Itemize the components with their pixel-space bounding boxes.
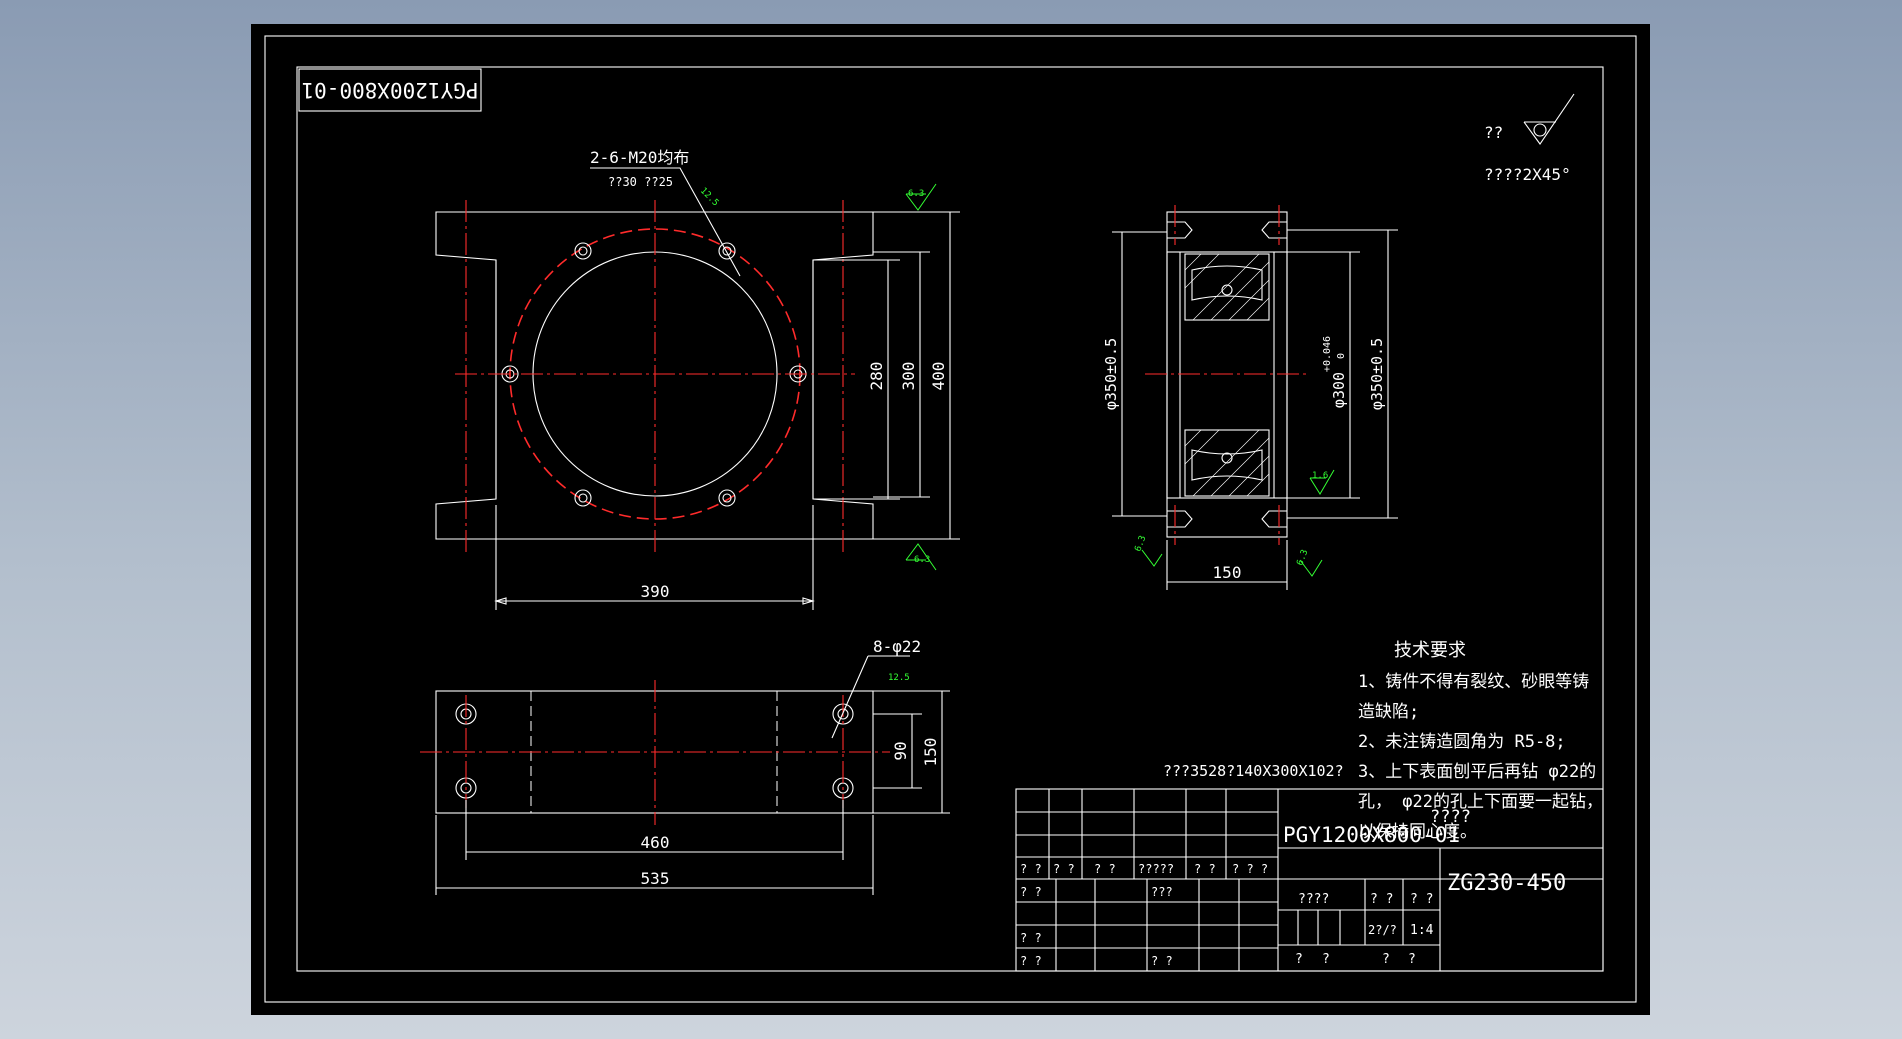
bolt-hole [722,493,732,503]
roughness-label: 6.3 [908,189,924,199]
bolt-hole [578,493,588,503]
tb-sheet: ? [1382,952,1390,967]
tb-cell: ? ? [1151,954,1173,968]
tech-req-line: 2、未注铸造圆角为 R5-8; [1358,732,1566,752]
dim-535: 535 [641,869,670,888]
tech-req-line: 3、上下表面刨平后再钻 φ22的 [1358,762,1596,782]
tech-req-line: 以保持同心度。 [1358,822,1477,842]
bolt-hole [574,242,592,260]
material: ZG230-450 [1447,871,1566,896]
tb-weight-label: ? ? [1370,892,1393,907]
dim-dia300-tol-low: 0 [1336,353,1347,359]
roughness-label: 6.3 [1295,548,1310,567]
tech-req-line: 孔， φ22的孔上下面要一起钻， [1358,792,1603,812]
tb-cell: ? ? [1094,862,1116,876]
surface-symbol-icon [1523,93,1575,145]
tb-sheet: ? [1408,952,1416,967]
roughness-label: 6.3 [914,555,930,565]
chamfer-note: ????2X45° [1484,165,1571,184]
title-block: ? ? ? ? ? ? ????? ? ? ? ? ? ? ? ??? ? ? … [1015,788,1604,972]
bolt-hole [578,246,588,256]
tb-cell: ??? [1151,885,1173,899]
side-view: 150 6.3 6.3 1.6 φ350±0.5 φ300 +0.046 0 φ… [1102,205,1398,590]
front-view: 2-6-M20均布 ??30 ??25 12.5 390 280 300 400… [435,148,960,610]
tb-cell: ????? [1138,862,1174,876]
tech-req-line: 造缺陷; [1358,702,1419,722]
tb-sheet: ? [1322,952,1330,967]
tb-cell: ? ? [1020,862,1042,876]
dim-150-side: 150 [1213,563,1242,582]
dim-dia350-right: φ350±0.5 [1368,338,1386,410]
dim-300: 300 [899,362,918,391]
roughness-label: 12.5 [888,673,910,683]
top-view: 8-φ22 12.5 90 150 460 535 [420,637,950,895]
outer-frame [264,35,1637,1003]
tb-cell: ? ? [1194,862,1216,876]
dim-390: 390 [641,582,670,601]
tb-weight-value: 2?/? [1368,923,1397,937]
dim-460: 460 [641,833,670,852]
tb-cell: ? ? ? [1232,862,1268,876]
tb-sheet: ? [1295,952,1303,967]
bearing-note: ???3528?140X300X102? [1163,762,1344,780]
tb-stage-label: ???? [1298,892,1329,907]
dim-dia300: φ300 [1330,372,1348,408]
tb-cell: ? ? [1053,862,1075,876]
bolt-hole [718,489,736,507]
roughness-label: 1.6 [1312,471,1328,481]
drawing-number: PGY1200X800-01 [301,78,478,102]
bolt-hole [574,489,592,507]
dim-dia300-tol-up: +0.046 [1322,336,1333,372]
hole-callout: 8-φ22 [873,637,921,656]
inner-frame [296,66,1604,972]
dim-dia350-left: φ350±0.5 [1102,338,1120,410]
part-name-overlay: ???? [1430,807,1471,827]
tb-cell: ? ? [1020,885,1042,899]
tb-scale-value: 1:4 [1410,923,1434,938]
tech-req-line: 1、铸件不得有裂纹、砂眼等铸 [1358,672,1589,692]
roughness-label: 12.5 [698,186,720,208]
dim-150-bottom: 150 [921,738,940,767]
tb-cell: ? ? [1020,931,1042,945]
drawing-number-box [298,68,482,112]
surface-symbol-circle [1533,123,1547,137]
technical-requirements: 技术要求 1、铸件不得有裂纹、砂眼等铸 造缺陷; 2、未注铸造圆角为 R5-8;… [1358,640,1603,842]
surface-note-label: ?? [1484,123,1503,142]
cad-viewport[interactable]: PGY1200X800-01 ?? ????2X45° 2-6-M20均布 ??… [251,24,1650,1015]
dim-280: 280 [867,362,886,391]
thread-callout: 2-6-M20均布 [590,148,689,167]
tb-scale-label: ? ? [1410,892,1433,907]
bolt-hole [718,242,736,260]
part-name: PGY1200X800-01 [1283,823,1460,847]
dim-400: 400 [929,362,948,391]
tech-req-title: 技术要求 [1394,640,1466,661]
roughness-label: 6.3 [1133,534,1148,553]
tb-cell: ? ? [1020,954,1042,968]
drawing-canvas: PGY1200X800-01 ?? ????2X45° 2-6-M20均布 ??… [264,35,1637,1003]
dim-90: 90 [891,741,910,760]
bolt-hole [722,246,732,256]
thread-subcallout: ??30 ??25 [608,175,673,189]
